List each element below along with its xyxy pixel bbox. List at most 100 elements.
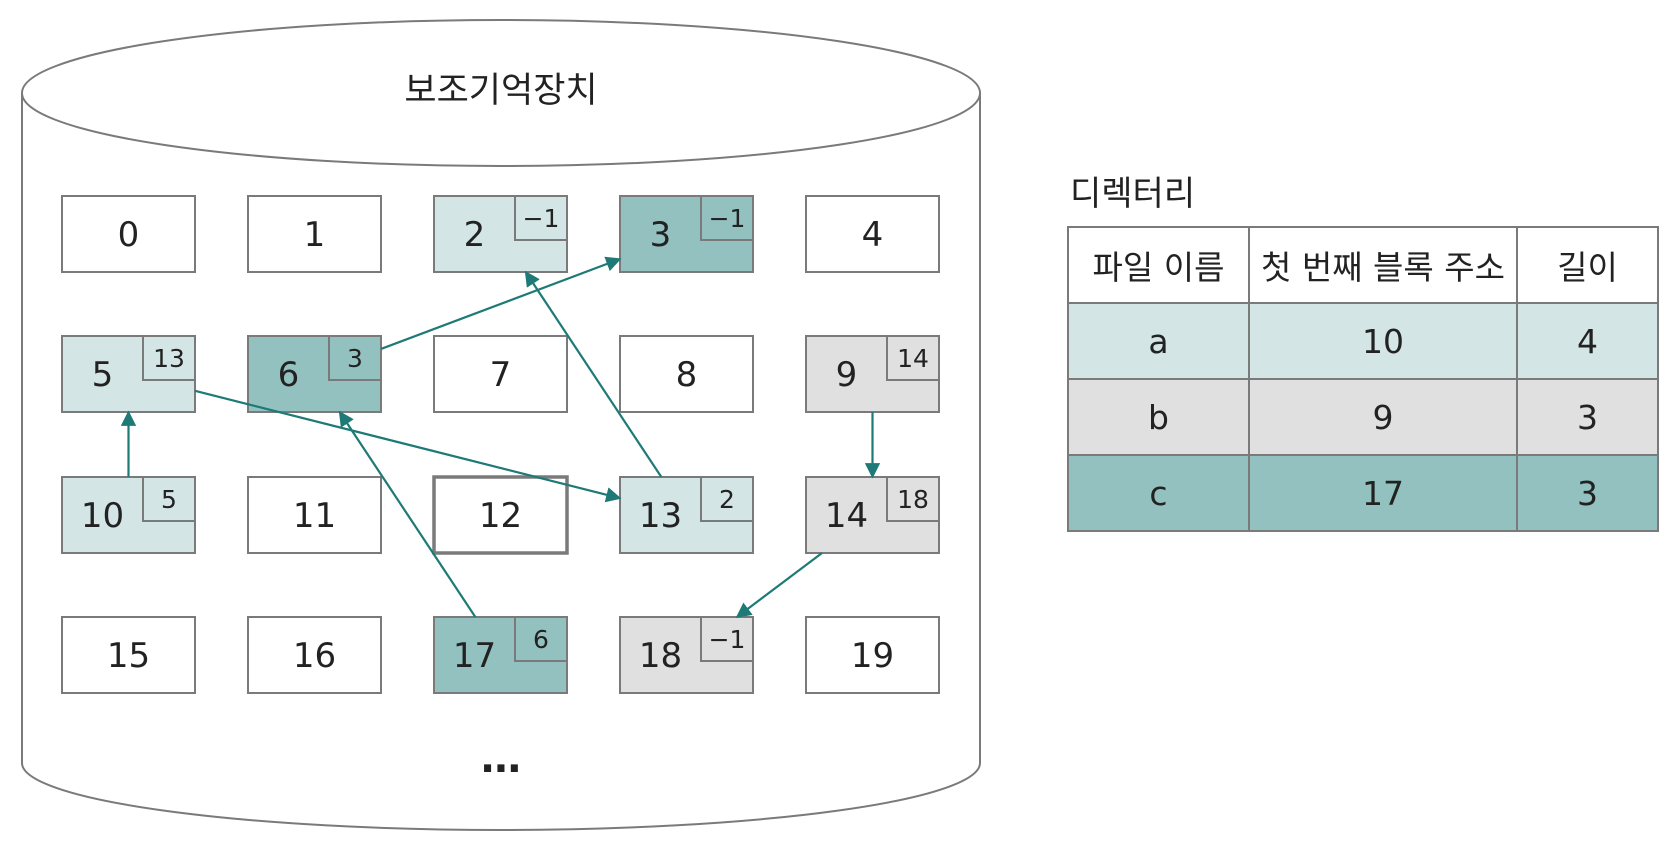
block-2: 2 −1 <box>433 195 568 273</box>
pointer-box <box>700 195 754 241</box>
link-5-to-13 <box>194 389 622 503</box>
pointer-box <box>514 616 568 662</box>
block-15: 15 <box>61 616 196 694</box>
file-name-cell: a <box>1067 302 1250 380</box>
next-pointer: 5 <box>161 485 177 514</box>
link-14-to-18 <box>735 552 823 618</box>
block-box <box>61 195 196 273</box>
block-number: 16 <box>293 636 336 676</box>
link-6-to-3 <box>380 256 622 351</box>
block-1: 1 <box>247 195 382 273</box>
block-box <box>619 616 754 694</box>
block-18: 18−1 <box>619 616 754 694</box>
block-19: 19 <box>805 616 940 694</box>
block-8: 8 <box>619 335 754 413</box>
next-pointer: 14 <box>897 344 929 373</box>
block-number: 13 <box>639 496 682 536</box>
storage-title: 보조기억장치 <box>404 71 597 111</box>
block-box <box>247 195 382 273</box>
pointer-box <box>700 476 754 522</box>
pointer-box <box>886 476 940 522</box>
pointer-box <box>886 335 940 381</box>
block-number: 7 <box>490 355 512 395</box>
block-7: 7 <box>433 335 568 413</box>
block-box <box>805 616 940 694</box>
block-box <box>805 335 940 413</box>
directory-header-row: 파일 이름 첫 번째 블록 주소 길이 <box>1067 226 1659 304</box>
block-number: 19 <box>851 636 894 676</box>
block-box <box>433 616 568 694</box>
block-box <box>432 475 569 555</box>
block-number: 12 <box>479 496 522 536</box>
next-pointer: −1 <box>709 204 746 233</box>
block-box <box>805 476 940 554</box>
block-11: 11 <box>247 476 382 554</box>
block-number: 18 <box>639 636 682 676</box>
block-box <box>433 195 568 273</box>
header-file-name: 파일 이름 <box>1067 226 1250 304</box>
block-number: 2 <box>464 215 486 255</box>
block-5: 5 13 <box>61 335 196 413</box>
block-number: 10 <box>81 496 124 536</box>
directory-table: 파일 이름 첫 번째 블록 주소 길이 a 10 4 b 9 3 c 17 3 <box>1067 226 1659 532</box>
block-number: 6 <box>278 355 300 395</box>
block-box <box>619 195 754 273</box>
block-number: 0 <box>118 215 140 255</box>
next-pointer: 6 <box>533 625 549 654</box>
block-16: 16 <box>247 616 382 694</box>
pointer-box <box>514 195 568 241</box>
next-pointer: 13 <box>153 344 185 373</box>
block-box <box>619 476 754 554</box>
length-cell: 3 <box>1516 454 1659 532</box>
directory-row-a: a 10 4 <box>1067 302 1659 380</box>
length-cell: 4 <box>1516 302 1659 380</box>
pointer-links <box>120 256 881 618</box>
block-10: 10 5 <box>61 476 196 554</box>
block-number: 8 <box>676 355 698 395</box>
header-first-block: 첫 번째 블록 주소 <box>1248 226 1518 304</box>
block-17: 17 6 <box>433 616 568 694</box>
block-box <box>247 616 382 694</box>
next-pointer: 3 <box>347 344 363 373</box>
block-4: 4 <box>805 195 940 273</box>
pointer-box <box>142 476 196 522</box>
first-block-cell: 9 <box>1248 378 1518 456</box>
next-pointer: 18 <box>897 485 929 514</box>
file-name-cell: b <box>1067 378 1250 456</box>
next-pointer: 2 <box>719 485 735 514</box>
pointer-box <box>142 335 196 381</box>
directory-title: 디렉터리 <box>1070 174 1196 214</box>
length-cell: 3 <box>1516 378 1659 456</box>
block-number: 3 <box>650 215 672 255</box>
block-number: 17 <box>453 636 496 676</box>
block-number: 9 <box>836 355 858 395</box>
block-box <box>61 616 196 694</box>
block-number: 15 <box>107 636 150 676</box>
first-block-cell: 17 <box>1248 454 1518 532</box>
directory-row-b: b 9 3 <box>1067 378 1659 456</box>
block-box <box>61 335 196 413</box>
header-length: 길이 <box>1516 226 1659 304</box>
ellipsis: ⋯ <box>481 746 521 792</box>
block-number: 5 <box>92 355 114 395</box>
block-13: 13 2 <box>619 476 754 554</box>
block-14: 14 18 <box>805 476 940 554</box>
pointer-box <box>328 335 382 381</box>
block-number: 1 <box>304 215 326 255</box>
block-12: 12 <box>432 475 569 555</box>
block-box <box>619 335 754 413</box>
first-block-cell: 10 <box>1248 302 1518 380</box>
block-9: 9 14 <box>805 335 940 413</box>
block-3: 3 −1 <box>619 195 754 273</box>
storage-cylinder: 보조기억장치 ⋯ <box>21 19 981 831</box>
block-box <box>247 476 382 554</box>
block-number: 14 <box>825 496 868 536</box>
block-0: 0 <box>61 195 196 273</box>
link-13-to-2 <box>524 270 663 478</box>
next-pointer: −1 <box>523 204 560 233</box>
block-number: 4 <box>862 215 884 255</box>
file-name-cell: c <box>1067 454 1250 532</box>
